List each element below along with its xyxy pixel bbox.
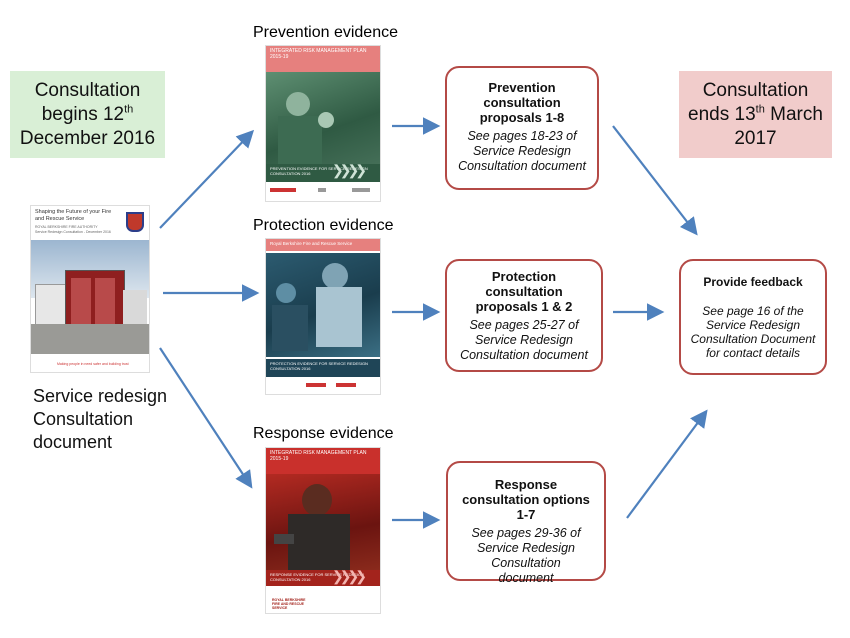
response-cover-photo xyxy=(266,474,380,570)
prevention-evidence-cover: INTEGRATED RISK MANAGEMENT PLAN 2015-19 … xyxy=(265,45,381,202)
protection-evidence-cover: Royal Berkshire Fire and Rescue Service … xyxy=(265,238,381,395)
response-cover-caption: RESPONSE EVIDENCE FOR SERVICE REDESIGN C… xyxy=(266,570,380,586)
response-proposal-title: Response consultation options 1-7 xyxy=(462,477,590,522)
response-proposal-box: Response consultation options 1-7 See pa… xyxy=(446,461,606,585)
end-line3: 2017 xyxy=(734,127,777,149)
arrow-prevention-to-feedback xyxy=(612,125,698,236)
prevention-proposal-title: Prevention consultation proposals 1-8 xyxy=(479,80,565,125)
service-redesign-label: Service redesign Consultation document xyxy=(33,385,167,454)
cover-footer-text: Making people in need safer and building… xyxy=(57,362,129,366)
end-line2-month: March xyxy=(764,103,823,125)
protection-proposal-desc: See pages 25-27 of Service Redesign Cons… xyxy=(460,318,588,362)
provide-feedback-box: Provide feedback See page 16 of the Serv… xyxy=(679,259,827,375)
protection-evidence-title: Protection evidence xyxy=(253,217,394,234)
arrow-doc-to-response xyxy=(159,347,253,489)
end-line2-sup: th xyxy=(755,103,765,116)
response-evidence-cover: INTEGRATED RISK MANAGEMENT PLAN 2015-19 … xyxy=(265,447,381,614)
protection-proposal-box: Protection consultation proposals 1 & 2 … xyxy=(445,259,603,372)
response-cover-band: INTEGRATED RISK MANAGEMENT PLAN 2015-19 xyxy=(266,448,380,474)
end-line1: Consultation xyxy=(702,79,809,101)
protection-cover-band: Royal Berkshire Fire and Rescue Service xyxy=(266,239,380,251)
prevention-evidence-title: Prevention evidence xyxy=(253,24,398,41)
cover-ground xyxy=(31,324,149,354)
start-line1: Consultation xyxy=(34,79,141,101)
doc-label-line3: document xyxy=(33,432,113,452)
protection-cover-photo xyxy=(266,253,380,357)
station-building-image xyxy=(31,264,149,326)
response-evidence-title: Response evidence xyxy=(253,425,394,442)
prevention-proposal-box: Prevention consultation proposals 1-8 Se… xyxy=(445,66,599,190)
start-line2: begins 12th xyxy=(10,103,165,127)
protection-cover-caption: PROTECTION EVIDENCE FOR SERVICE REDESIGN… xyxy=(266,359,380,377)
cover-sub: ROYAL BERKSHIRE FIRE AUTHORITY xyxy=(35,225,98,229)
prevention-proposal-desc: See pages 18-23 of Service Redesign Cons… xyxy=(458,129,586,173)
feedback-title: Provide feedback xyxy=(703,275,803,289)
prevention-cover-footer xyxy=(266,183,380,201)
consultation-end-box: Consultation ends 13th March 2017 xyxy=(679,71,832,158)
response-chevrons: ❯❯❯❯ xyxy=(332,568,367,584)
start-line2-text: begins 12 xyxy=(41,103,125,125)
cover-title: Shaping the Future of your Fire and Resc… xyxy=(35,209,112,222)
prevention-cover-band: INTEGRATED RISK MANAGEMENT PLAN 2015-19 xyxy=(266,46,380,72)
consultation-start-box: Consultation begins 12th December 2016 xyxy=(10,71,165,158)
response-proposal-desc: See pages 29-36 of Service Redesign Cons… xyxy=(471,526,581,585)
protection-cover-footer xyxy=(266,378,380,394)
crest-icon xyxy=(126,212,144,232)
arrow-doc-to-prevention xyxy=(159,129,255,229)
end-line2-text: ends 13 xyxy=(688,103,756,125)
response-cover-footer: ROYAL BERKSHIRE FIRE AND RESCUE SERVICE xyxy=(272,598,306,610)
prevention-cover-photo xyxy=(266,72,380,166)
feedback-desc: See page 16 of the Service Redesign Cons… xyxy=(690,304,816,360)
prevention-cover-caption: PREVENTION EVIDENCE FOR SERVICE REDESIGN… xyxy=(266,164,380,182)
cover-footer-bar: Making people in need safer and building… xyxy=(31,358,149,372)
doc-label-line1: Service redesign xyxy=(33,386,168,406)
protection-proposal-title: Protection consultation proposals 1 & 2 xyxy=(475,269,573,314)
prevention-chevrons: ❯❯❯❯ xyxy=(332,162,367,178)
doc-label-line2: Consultation xyxy=(33,409,134,429)
cover-sub2: Service Redesign Consultation - December… xyxy=(35,230,111,234)
start-line3: December 2016 xyxy=(19,127,156,149)
end-line2: ends 13th March xyxy=(679,103,832,127)
service-redesign-cover: Shaping the Future of your Fire and Resc… xyxy=(30,205,150,373)
start-line2-sup: th xyxy=(124,103,134,116)
arrow-response-to-feedback xyxy=(626,409,708,519)
